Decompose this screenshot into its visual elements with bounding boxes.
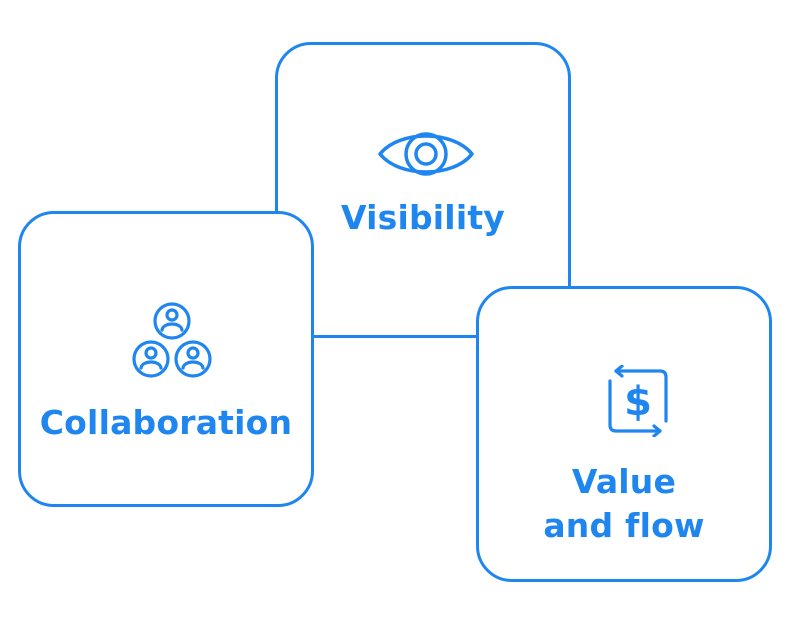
- dollar-cycle-icon: $: [608, 365, 668, 437]
- people-icon: [132, 302, 212, 378]
- value-and-flow-label-line1: Value: [571, 462, 677, 501]
- value-and-flow-label-line2: and flow: [543, 506, 705, 545]
- collaboration-label: Collaboration: [39, 403, 293, 442]
- value-and-flow-label: Value and flow: [479, 460, 769, 548]
- collaboration-card: Collaboration: [18, 211, 314, 507]
- eye-icon: [378, 132, 474, 176]
- value-and-flow-card: $ Value and flow: [476, 286, 772, 582]
- svg-text:$: $: [624, 379, 652, 425]
- visibility-label: Visibility: [340, 198, 506, 237]
- visibility-card: Visibility: [275, 42, 571, 338]
